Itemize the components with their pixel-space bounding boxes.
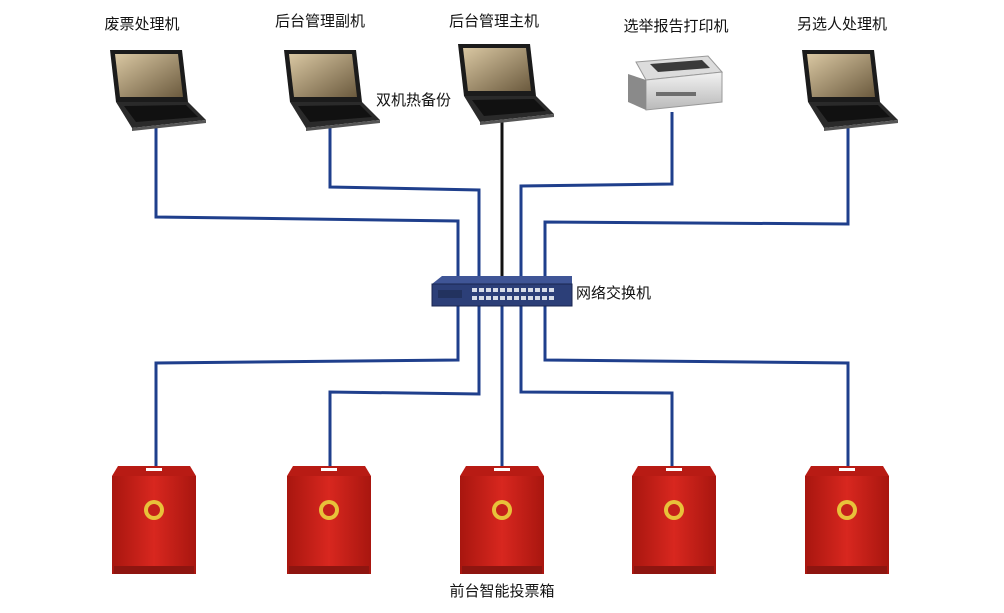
- label-backend-primary: 后台管理主机: [449, 12, 539, 30]
- label-hot-backup: 双机热备份: [376, 91, 451, 109]
- label-ballot-boxes: 前台智能投票箱: [449, 582, 554, 600]
- ballot-box-icon: [287, 466, 371, 574]
- laptop-icon: [110, 50, 206, 131]
- label-backend-secondary: 后台管理副机: [275, 12, 365, 30]
- ballot-box-icon: [632, 466, 716, 574]
- network-switch-icon: [431, 276, 573, 307]
- label-network-switch: 网络交换机: [576, 284, 651, 302]
- ballot-box-icon: [805, 466, 889, 574]
- link-ballot-box-4: [519, 305, 674, 468]
- label-report-printer: 选举报告打印机: [623, 17, 728, 35]
- printer-icon: [628, 55, 724, 111]
- link-report-printer: [519, 112, 674, 281]
- link-ballot-box-2: [328, 305, 481, 468]
- laptop-icon: [284, 50, 380, 131]
- ballot-box-icon: [460, 466, 544, 574]
- laptop-icon: [458, 44, 554, 125]
- link-ballot-box-5: [543, 305, 850, 468]
- link-write-in-processor: [543, 122, 850, 283]
- link-backend-secondary: [328, 128, 481, 281]
- laptop-icon: [802, 50, 898, 131]
- link-void-processor: [154, 128, 460, 283]
- link-ballot-box-1: [154, 305, 460, 468]
- connection-lines: [154, 112, 850, 468]
- label-void-ballot-processor: 废票处理机: [104, 15, 179, 33]
- label-write-in-processor: 另选人处理机: [797, 15, 887, 33]
- ballot-box-icon: [112, 466, 196, 574]
